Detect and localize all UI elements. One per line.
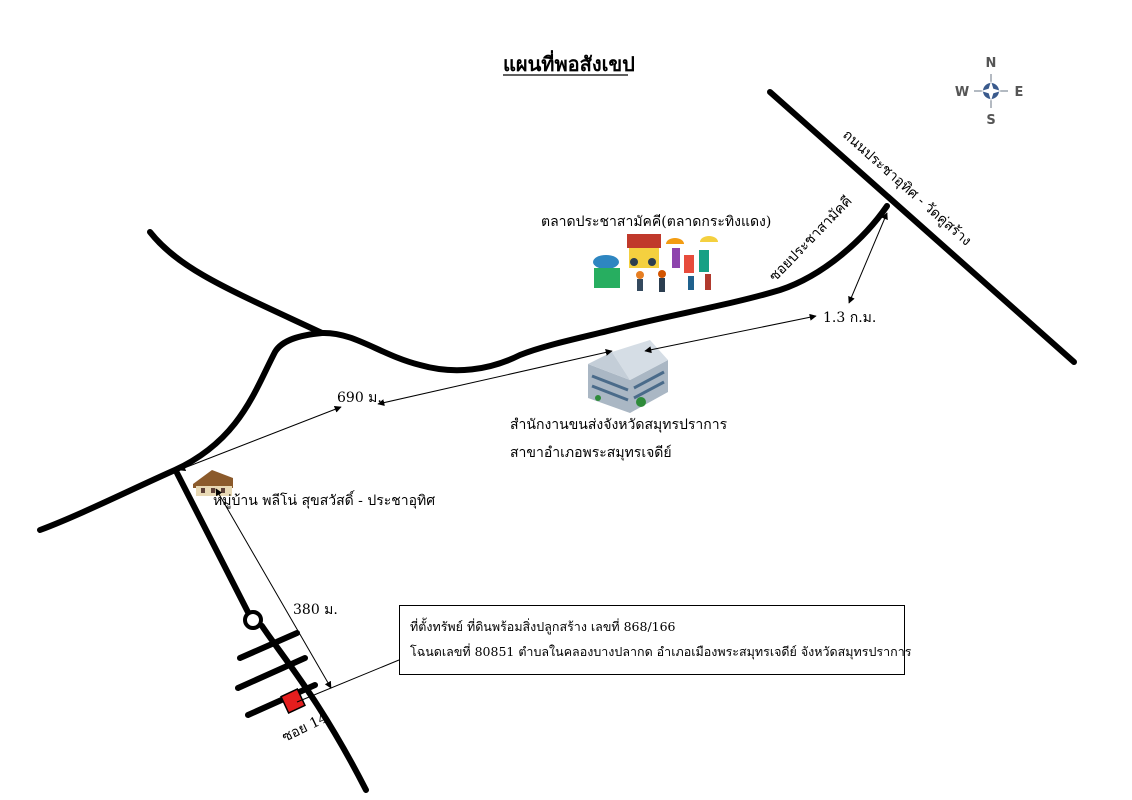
compass-e: E bbox=[1015, 85, 1024, 100]
arrow-distance-2b bbox=[178, 406, 342, 471]
compass-icon: N S E W bbox=[955, 56, 1024, 128]
compass-w: W bbox=[955, 85, 969, 100]
road-prachauthit bbox=[767, 89, 1077, 365]
arrow-distance-1b bbox=[644, 313, 817, 354]
distance-label-2: 690 ม. bbox=[337, 390, 382, 406]
distance-label-1: 1.3 ก.ม. bbox=[823, 310, 876, 326]
arrow-distance-3 bbox=[215, 488, 332, 689]
property-info-line1: ที่ตั้งทรัพย์ ที่ดินพร้อมสิ่งปลูกสร้าง เ… bbox=[410, 619, 676, 634]
road-label-soi-prachasamakkhi: ซอยประชาสามัคคี bbox=[766, 193, 855, 285]
office-building-icon bbox=[588, 340, 668, 413]
village-label: หมู่บ้าน พลีโน่ สุขสวัสดิ์ - ประชาอุทิศ bbox=[213, 490, 435, 509]
road-northwest bbox=[147, 229, 325, 336]
market-label: ตลาดประชาสามัคคี(ตลาดกระทิงแดง) bbox=[541, 214, 771, 230]
arrow-distance-1 bbox=[848, 212, 888, 304]
compass-n: N bbox=[986, 56, 997, 71]
distance-arrows bbox=[178, 212, 888, 689]
road-soi-prachasamakkhi bbox=[319, 203, 890, 374]
road-soi14-lower bbox=[259, 623, 369, 793]
road-label-soi14: ซอย 14 bbox=[280, 710, 331, 746]
map-title: แผนที่พอสังเขป bbox=[503, 49, 635, 76]
property-leader-line bbox=[296, 659, 400, 703]
side-street-3 bbox=[245, 682, 318, 718]
arrow-distance-2 bbox=[377, 348, 613, 407]
road-label-main: ถนนประชาอุทิศ - วัดคู่สร้าง bbox=[839, 127, 974, 249]
office-label-line2: สาขาอำเภอพระสมุทรเจดีย์ bbox=[510, 444, 672, 461]
distance-label-3: 380 ม. bbox=[293, 602, 338, 618]
property-info-line2: โฉนดเลขที่ 80851 ตำบลในคลองบางปลากด อำเภ… bbox=[410, 644, 912, 659]
market-icon bbox=[593, 234, 718, 292]
compass-s: S bbox=[986, 113, 995, 128]
roundabout bbox=[243, 610, 263, 630]
property-marker bbox=[280, 688, 306, 714]
office-label-line1: สำนักงานขนส่งจังหวัดสมุทรปราการ bbox=[510, 417, 728, 433]
property-info-box: ที่ตั้งทรัพย์ ที่ดินพร้อมสิ่งปลูกสร้าง เ… bbox=[399, 605, 912, 675]
